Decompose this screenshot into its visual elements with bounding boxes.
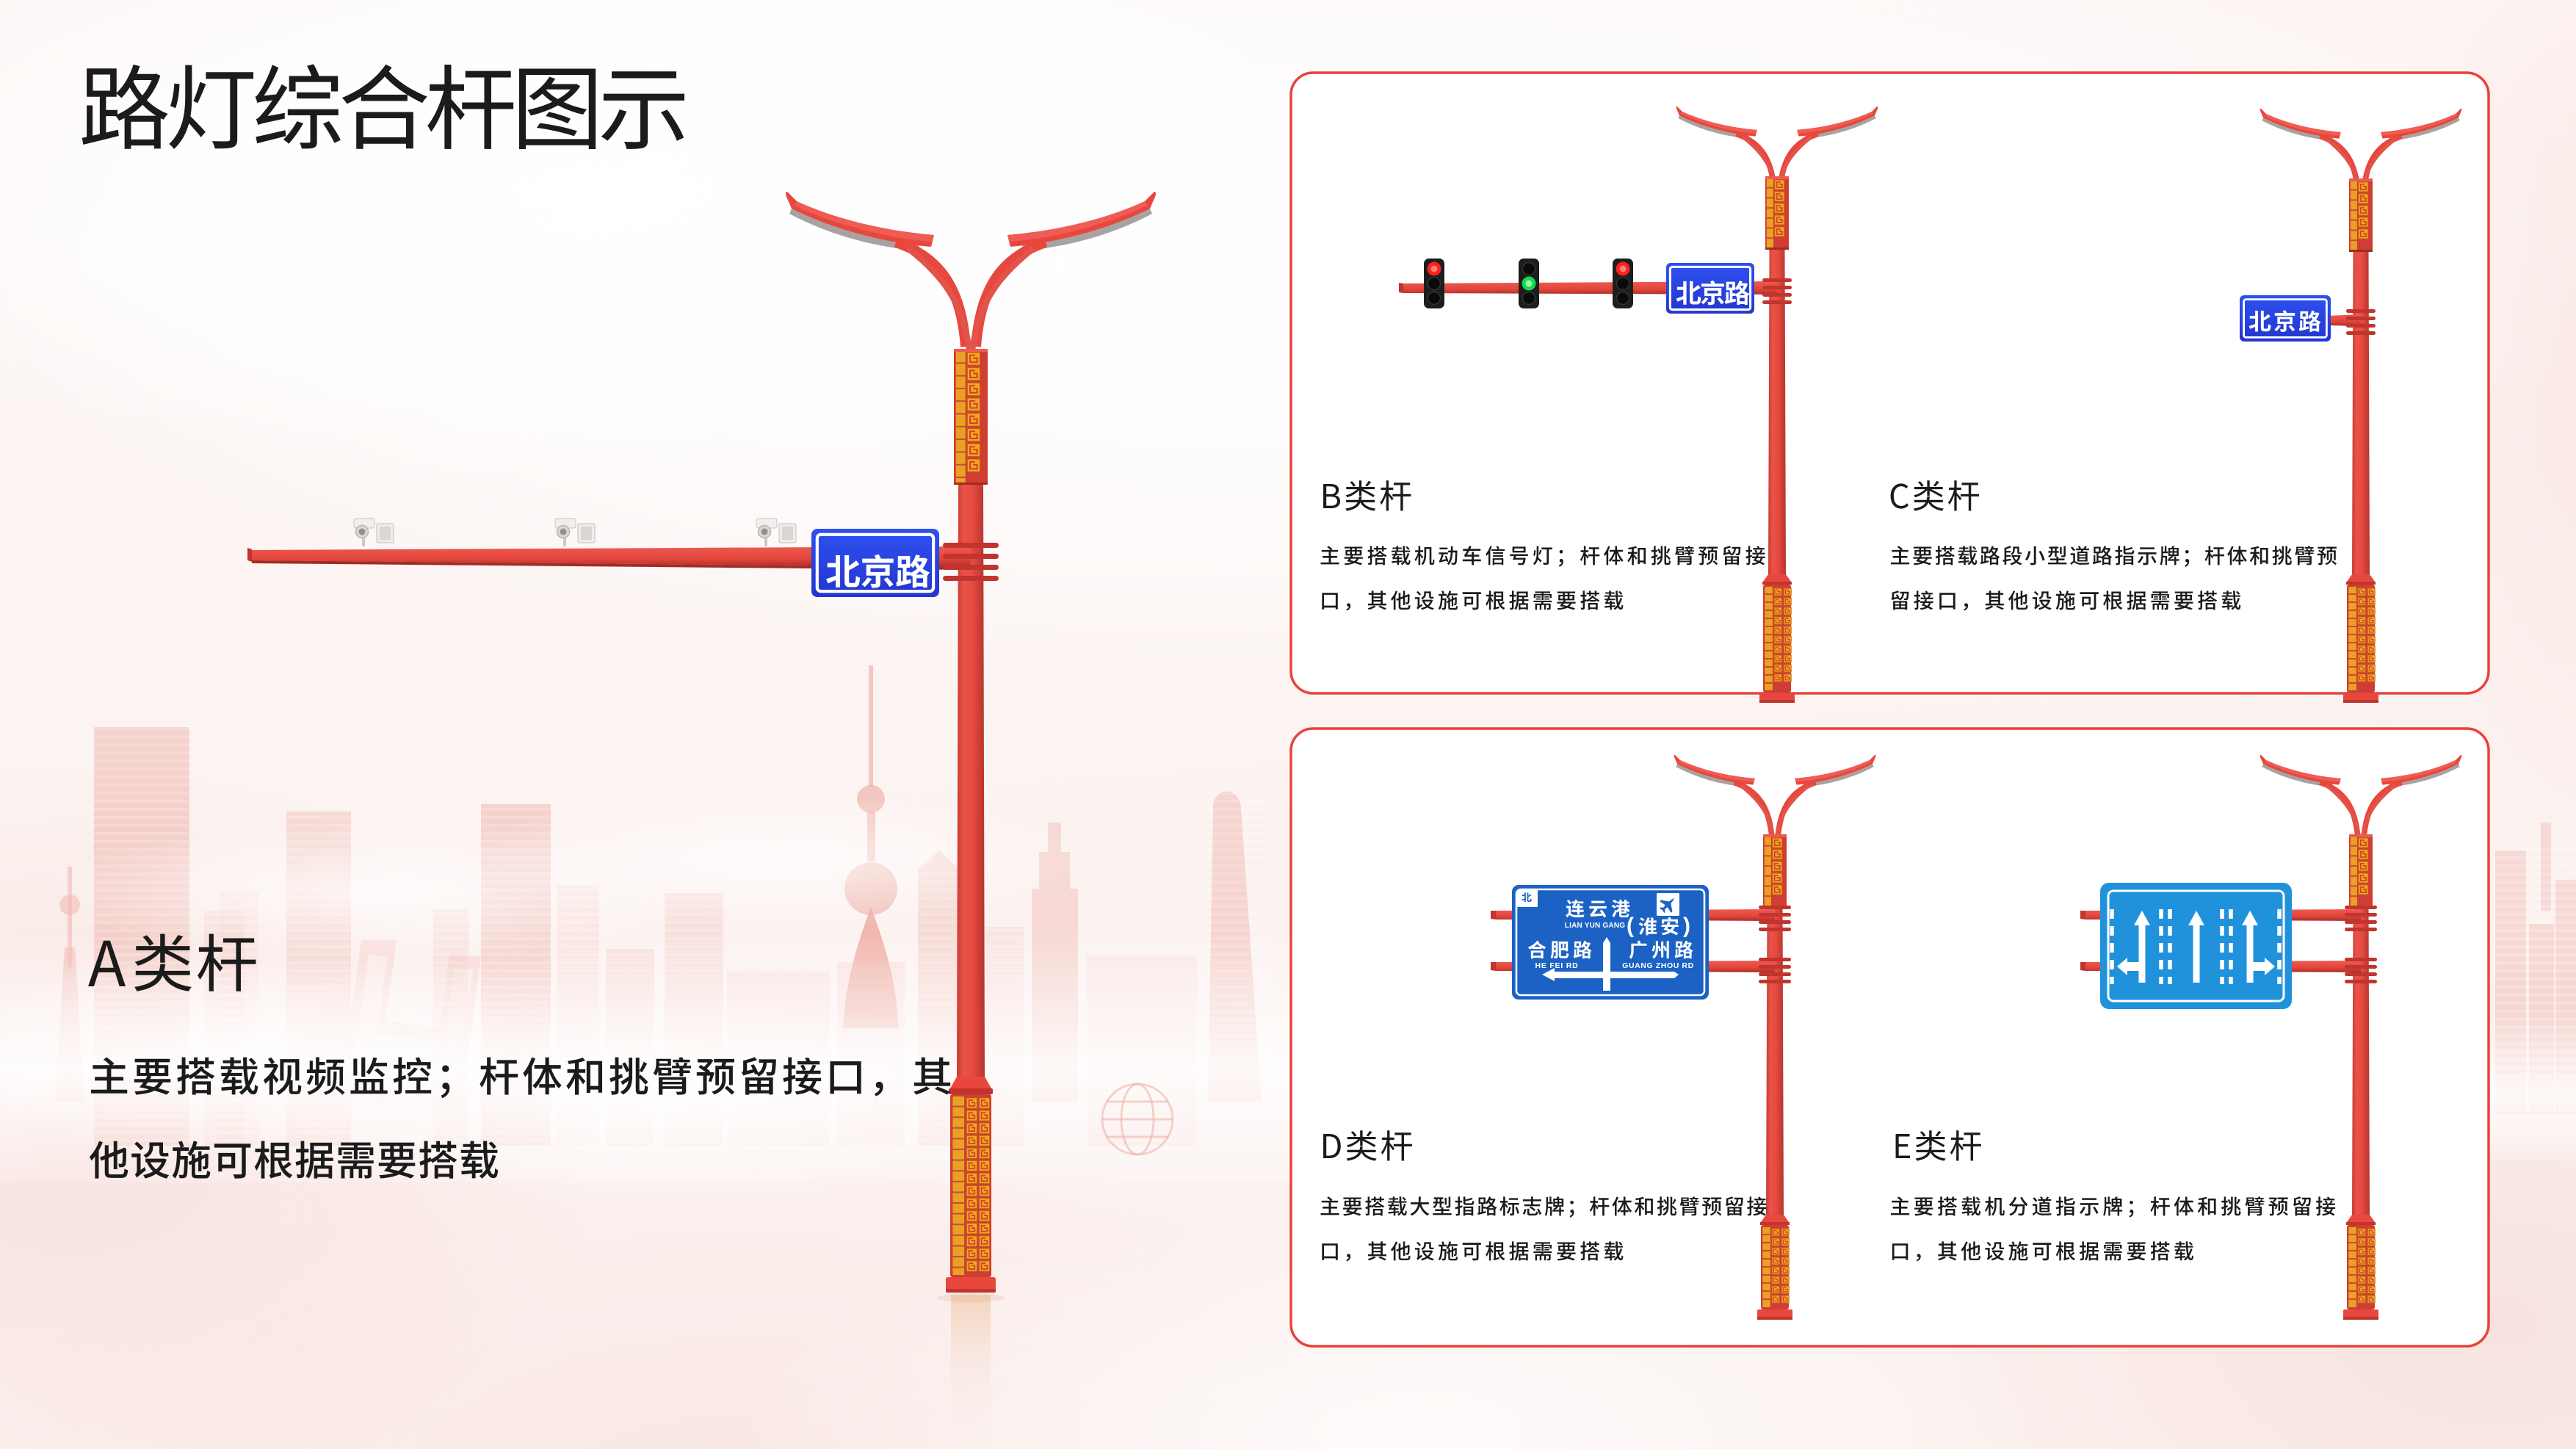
svg-text:GUANG ZHOU RD: GUANG ZHOU RD [1622,961,1694,970]
svg-text:LIAN YUN GANG: LIAN YUN GANG [1565,922,1625,930]
svg-text:HE FEI RD: HE FEI RD [1535,961,1578,970]
svg-text:): ) [1683,914,1690,938]
svg-text:(: ( [1627,914,1634,938]
